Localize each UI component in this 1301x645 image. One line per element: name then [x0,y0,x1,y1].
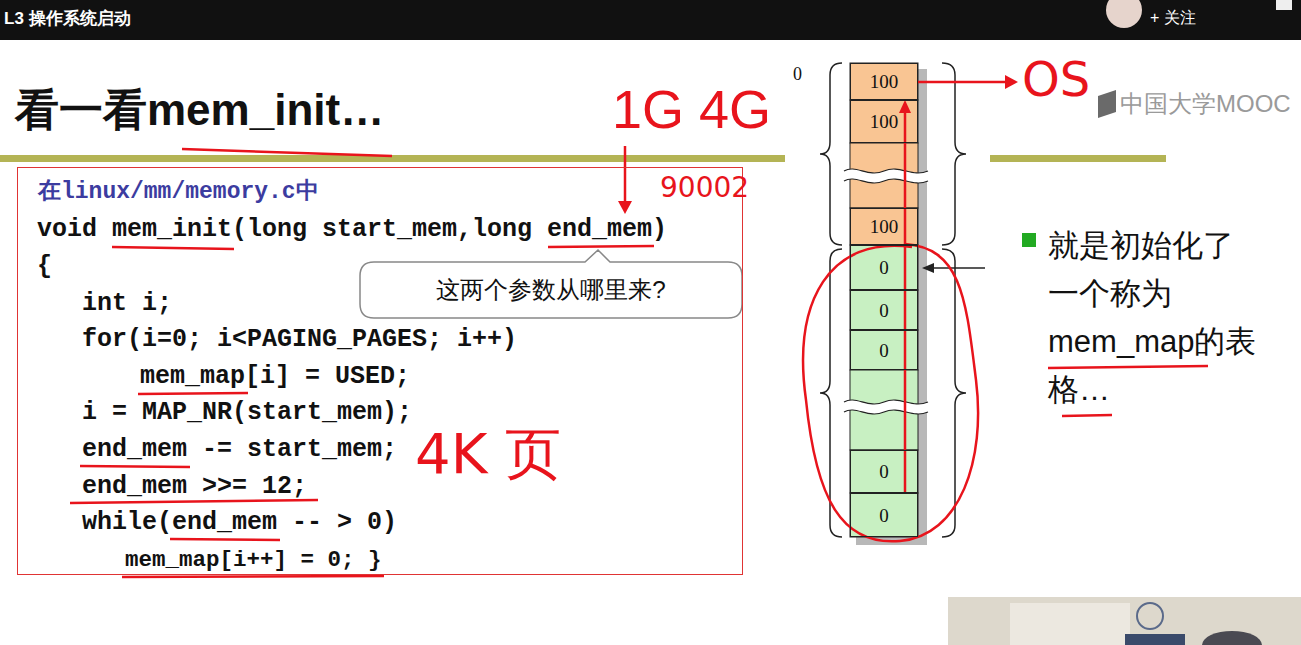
code-line: end_mem >>= 12; [82,472,307,502]
wave-break [844,169,928,183]
memory-cell [850,330,918,370]
callout-text: 这两个参数从哪里来? [360,273,742,307]
wave-break [844,400,928,414]
handwritten-note: 4K 页 [415,422,561,486]
handwritten-note: 90002 [660,172,749,204]
wave-break [844,169,928,183]
hand-arrow [624,146,627,204]
hand-underline [182,149,392,156]
cell-value: 0 [879,341,889,360]
video-thumbnail [1202,631,1262,645]
hand-loop [803,244,978,541]
handwritten-note: 1G 4G [612,78,771,140]
memory-cell: 100 [850,63,918,100]
callout-bubble: 这两个参数从哪里来? [360,262,742,318]
cell-value: 0 [879,258,889,277]
hand-arrow [918,81,1008,84]
watermark-icon [1098,90,1116,118]
code-line: mem_map[i++] = 0; } [125,545,382,575]
callout-bubble [360,250,742,318]
cell-value: 0 [879,462,889,481]
brace [820,63,842,245]
memory-cell: 0 [850,450,918,493]
title-bar [990,155,1166,162]
code-line: for(i=0; i<PAGING_PAGES; i++) [82,325,517,355]
code-line: mem_map[i] = USED; [140,362,410,392]
arrow-head [922,263,934,273]
bullet-square [1022,233,1036,247]
video-thumbnail [1010,603,1130,645]
memory-cell: 0 [850,290,918,330]
slide-title: 看一看mem_init… [15,84,384,137]
code-line: int i; [82,289,172,319]
hand-underline [1048,366,1208,368]
memory-cell: 0 [850,245,918,290]
title-bar [0,155,785,162]
brace [942,63,966,245]
cell-value: 0 [879,301,889,320]
watermark: 中国大学MOOC [1120,90,1291,118]
file-heading: 在linux/mm/memory.c中 [38,178,319,206]
video-thumbnail [1137,603,1163,629]
memory-cell [850,100,918,143]
memory-cell [850,493,918,537]
menu-icon [1276,0,1292,10]
code-line: end_mem -= start_mem; [82,435,397,465]
code-box: 在linux/mm/memory.c中 void mem_init(long st… [17,167,743,575]
video-thumbnail [1125,634,1185,645]
code-line: void mem_init(long start_mem,long end_me… [37,215,667,245]
arrow-head [618,201,632,214]
top-bar [0,0,1301,40]
memory-cell [850,208,918,245]
cell-value: 100 [870,72,899,91]
bullet-text: 就是初始化了一个称为mem_map的表格… [1048,222,1258,414]
brace [820,249,842,537]
pointer-arrow [932,267,985,269]
memory-cell: 0 [850,330,918,370]
hand-underline [1062,415,1112,416]
memory-cell: 100 [850,100,918,143]
memory-cell: 100 [850,208,918,245]
column-shadow [918,69,927,545]
cell-value: 0 [879,506,889,525]
memory-cell: 0 [850,493,918,537]
cell-value: 100 [870,112,899,131]
arrow-head [899,100,911,113]
code-line: i = MAP_NR(start_mem); [82,398,412,428]
arrow-head [1005,75,1018,89]
code-line: while(end_mem -- > 0) [82,508,397,538]
course-title: L3 操作系统启动 [4,9,131,29]
memory-cell [850,290,918,330]
hand-underline [122,576,384,577]
follow-button: + 关注 [1150,9,1196,27]
hand-underline [548,246,654,247]
hand-underline [170,539,280,540]
hand-underline [80,466,190,467]
wave-break [844,400,928,414]
cell-value: 100 [870,217,899,236]
hand-underline [138,393,248,394]
handwritten-note: OS [1022,52,1090,107]
address-label: 0 [793,64,802,85]
avatar [1106,0,1142,28]
hand-underline [112,247,234,249]
code-line: { [37,252,52,282]
hand-arrow [904,110,907,493]
memory-cell [850,450,918,493]
memory-cell [850,63,918,100]
